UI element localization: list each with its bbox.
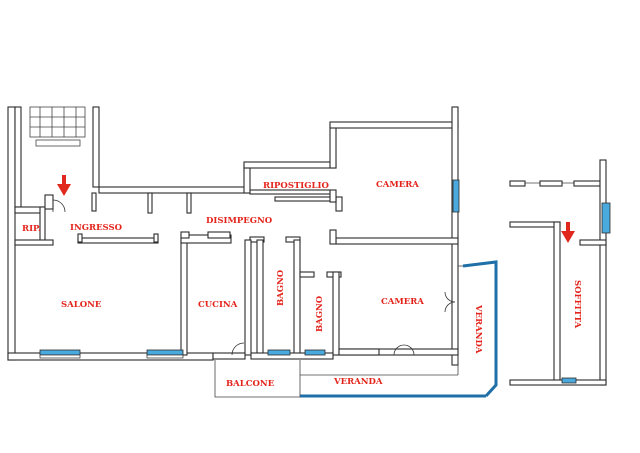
label-balcone: BALCONE — [226, 379, 275, 389]
label-disimpegno: DISIMPEGNO — [206, 216, 273, 226]
outer-walls — [7, 106, 459, 366]
label-veranda-bottom: VERANDA — [333, 377, 383, 387]
label-ripostiglio: RIPOSTIGLIO — [263, 181, 329, 191]
label-bagno-2: BAGNO — [315, 295, 325, 332]
room-labels: RIP. INGRESSO DISIMPEGNO RIPOSTIGLIO CAM… — [22, 180, 582, 389]
windows — [39, 179, 460, 359]
label-rip: RIP. — [22, 224, 41, 234]
label-camera-top: CAMERA — [376, 180, 419, 190]
balcony-veranda — [214, 260, 498, 398]
label-veranda-side: VERANDA — [473, 304, 483, 354]
label-bagno-1: BAGNO — [276, 269, 286, 306]
stairwell — [29, 106, 86, 147]
doors — [52, 199, 456, 356]
label-salone: SALONE — [61, 300, 102, 310]
down-arrow-icon — [561, 222, 575, 243]
attic-walls — [509, 159, 611, 386]
interior-walls — [14, 189, 459, 360]
label-camera-bottom: CAMERA — [381, 297, 424, 307]
label-ingresso: INGRESSO — [70, 223, 123, 233]
label-soffitta: SOFFITTA — [572, 280, 582, 328]
down-arrow-icon — [57, 175, 71, 196]
label-cucina: CUCINA — [198, 300, 238, 310]
